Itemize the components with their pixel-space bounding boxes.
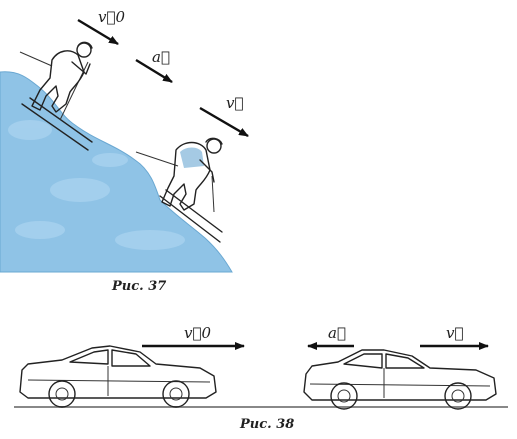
label-v-fig38: v⃗ — [446, 324, 463, 342]
skier-top — [19, 41, 93, 151]
vector-v0-fig37: v⃗0 — [77, 8, 125, 46]
caption-fig38: Рис. 38 — [239, 417, 294, 432]
label-v-fig37: v⃗ — [226, 94, 243, 112]
figure-37: v⃗0 a⃗ v⃗ Рис. 37 — [0, 8, 249, 294]
vector-v0-fig38: v⃗0 — [142, 324, 245, 350]
vector-a-fig37: a⃗ — [135, 48, 173, 84]
figure-38: v⃗0 a⃗ v⃗ Рис. 38 — [14, 324, 508, 432]
snow-slope — [0, 71, 233, 273]
car-right — [303, 349, 497, 410]
car-left — [19, 345, 217, 408]
label-v0-fig37: v⃗0 — [98, 8, 125, 26]
caption-fig37: Рис. 37 — [111, 279, 166, 294]
label-v0-fig38: v⃗0 — [184, 324, 211, 342]
vector-a-fig38: a⃗ — [307, 324, 354, 350]
snow-texture — [8, 120, 185, 250]
skier-bottom — [135, 137, 223, 243]
label-a-fig38: a⃗ — [328, 324, 346, 342]
vector-v-fig37: v⃗ — [199, 94, 249, 138]
label-a-fig37: a⃗ — [152, 48, 170, 66]
vector-v-fig38: v⃗ — [420, 324, 489, 350]
